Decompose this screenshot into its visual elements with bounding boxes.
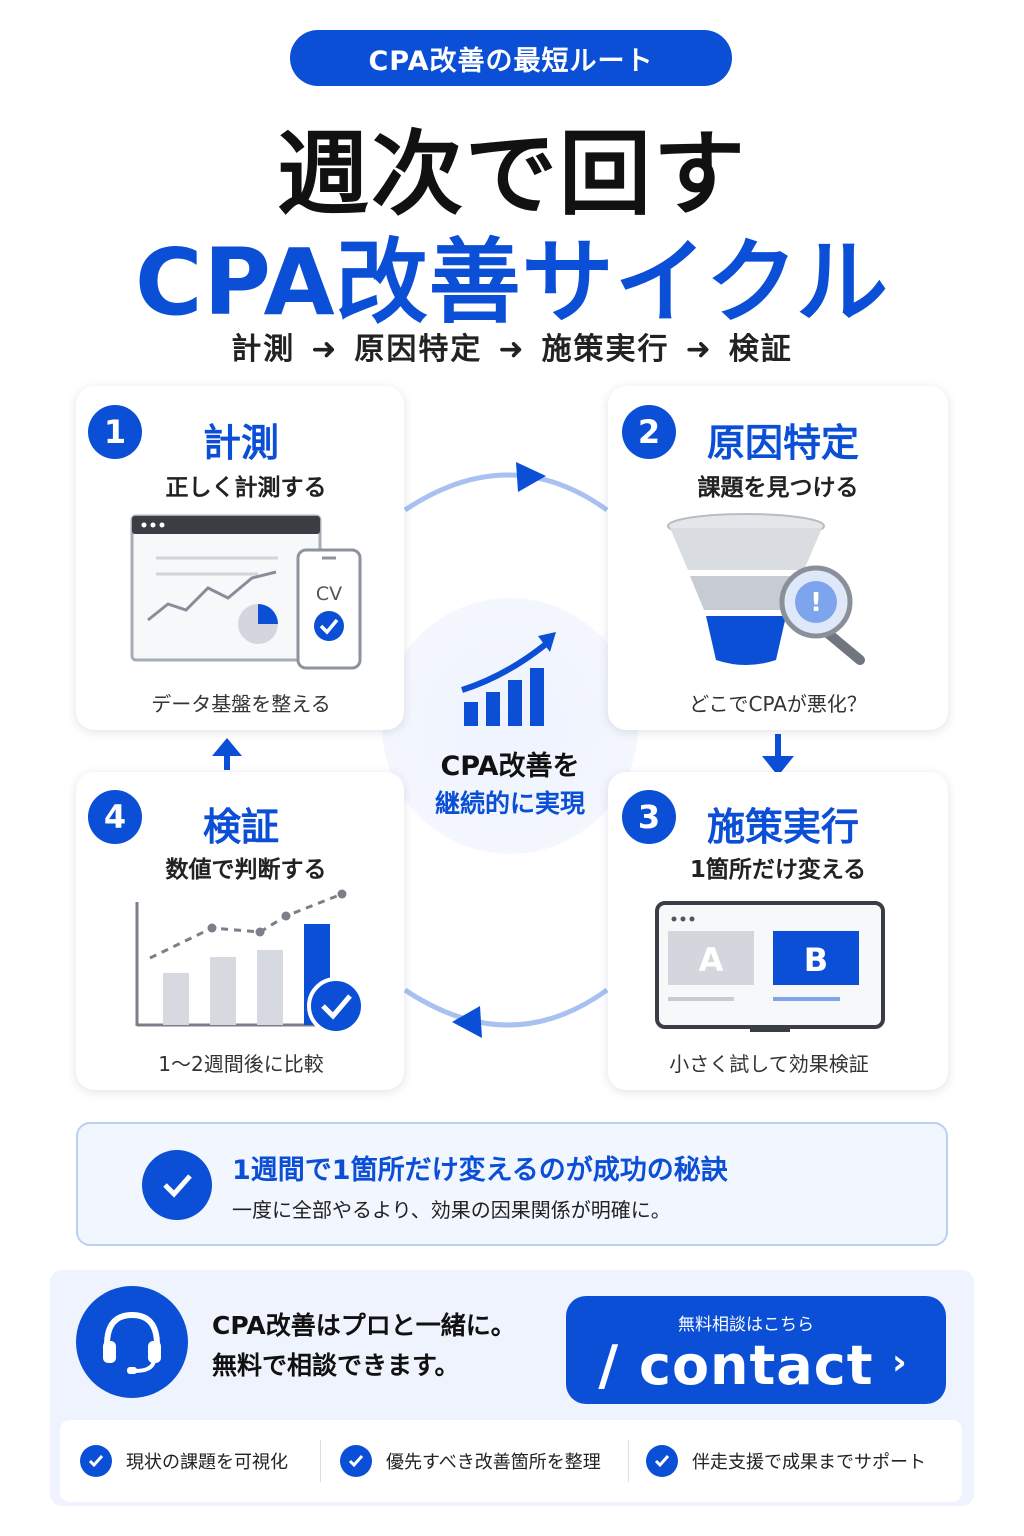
contact-button-caption: 無料相談はこちら xyxy=(678,1315,814,1335)
variant-b-label: B xyxy=(804,941,828,979)
bar-check-icon xyxy=(135,889,365,1033)
feature-label-2: 優先すべき改善箇所を整理 xyxy=(386,1452,601,1473)
feature-label-1: 現状の課題を可視化 xyxy=(126,1452,288,1473)
cv-label: CV xyxy=(316,583,342,605)
dashboard-icon: CV xyxy=(130,514,362,670)
contact-button[interactable] xyxy=(566,1296,946,1404)
tip-title: 1週間で1箇所だけ変えるのが成功の秘訣 xyxy=(232,1155,728,1186)
step-footer-2: どこでCPAが悪化？ xyxy=(689,692,867,716)
feature-item-1: 現状の課題を可視化 xyxy=(80,1440,288,1482)
step-subtitle-4: 数値で判断する xyxy=(165,857,327,883)
growth-chart-icon xyxy=(461,632,556,726)
step-badge-1: 1 xyxy=(88,405,142,459)
step-footer-4: 1〜2週間後に比較 xyxy=(158,1052,324,1076)
cta-message-line2: 無料で相談できます。 xyxy=(212,1351,460,1380)
flow-step-3: 施策実行 xyxy=(541,332,670,367)
step-title-2: 原因特定 xyxy=(706,421,859,465)
cta-message-line1: CPA改善はプロと一緒に。 xyxy=(212,1311,516,1340)
step-subtitle-3: 1箇所だけ変える xyxy=(689,857,867,883)
alert-mark: ! xyxy=(810,588,822,618)
check-icon xyxy=(340,1445,372,1477)
flow-arrow-icon: ➜ xyxy=(311,332,339,367)
step-badge-2: 2 xyxy=(622,405,676,459)
step-footer-3: 小さく試して効果検証 xyxy=(669,1052,869,1076)
check-circle-icon xyxy=(142,1150,212,1220)
header-pill: CPA改善の最短ルート xyxy=(290,30,732,86)
flow-step-2: 原因特定 xyxy=(354,332,483,367)
page-title-line2: CPA改善サイクル xyxy=(134,229,890,336)
check-icon xyxy=(80,1445,112,1477)
tip-body: 一度に全部やるより、効果の因果関係が明確に。 xyxy=(232,1198,671,1222)
chevron-right-icon: › xyxy=(892,1342,907,1383)
variant-a-label: A xyxy=(699,941,724,979)
step-badge-4: 4 xyxy=(88,790,142,844)
cta-message: CPA改善はプロと一緒に。 無料で相談できます。 xyxy=(212,1306,516,1386)
step-title-3: 施策実行 xyxy=(706,805,859,849)
feature-divider xyxy=(628,1440,629,1482)
step-subtitle-1: 正しく計測する xyxy=(165,475,327,501)
flow-step-1: 計測 xyxy=(231,332,296,367)
feature-item-3: 伴走支援で成果までサポート xyxy=(646,1440,926,1482)
step-badge-3: 3 xyxy=(622,790,676,844)
step-title-4: 検証 xyxy=(202,805,279,849)
center-text-1: CPA改善を xyxy=(440,751,580,782)
funnel-search-icon: ! xyxy=(667,513,865,665)
flow-step-4: 検証 xyxy=(728,332,793,367)
feature-label-3: 伴走支援で成果までサポート xyxy=(692,1452,926,1473)
step-title-1: 計測 xyxy=(202,421,279,465)
step-subtitle-2: 課題を見つける xyxy=(697,475,859,501)
step-footer-1: データ基盤を整える xyxy=(151,692,331,716)
ab-test-icon: A B xyxy=(655,901,885,1032)
feature-bar xyxy=(60,1420,962,1502)
feature-item-2: 優先すべき改善箇所を整理 xyxy=(340,1440,601,1482)
flow-arrow-icon: ➜ xyxy=(498,332,526,367)
tip-box xyxy=(76,1122,948,1246)
feature-divider xyxy=(320,1440,321,1482)
cycle-flow: 計測 ➜ 原因特定 ➜ 施策実行 ➜ 検証 xyxy=(0,324,1024,368)
page-title-line1: 週次で回す xyxy=(276,121,747,228)
center-text-2: 継続的に実現 xyxy=(434,789,585,818)
contact-button-label: / contact xyxy=(598,1334,874,1397)
check-icon xyxy=(646,1445,678,1477)
headset-icon xyxy=(76,1286,188,1398)
flow-arrow-icon: ➜ xyxy=(685,332,713,367)
